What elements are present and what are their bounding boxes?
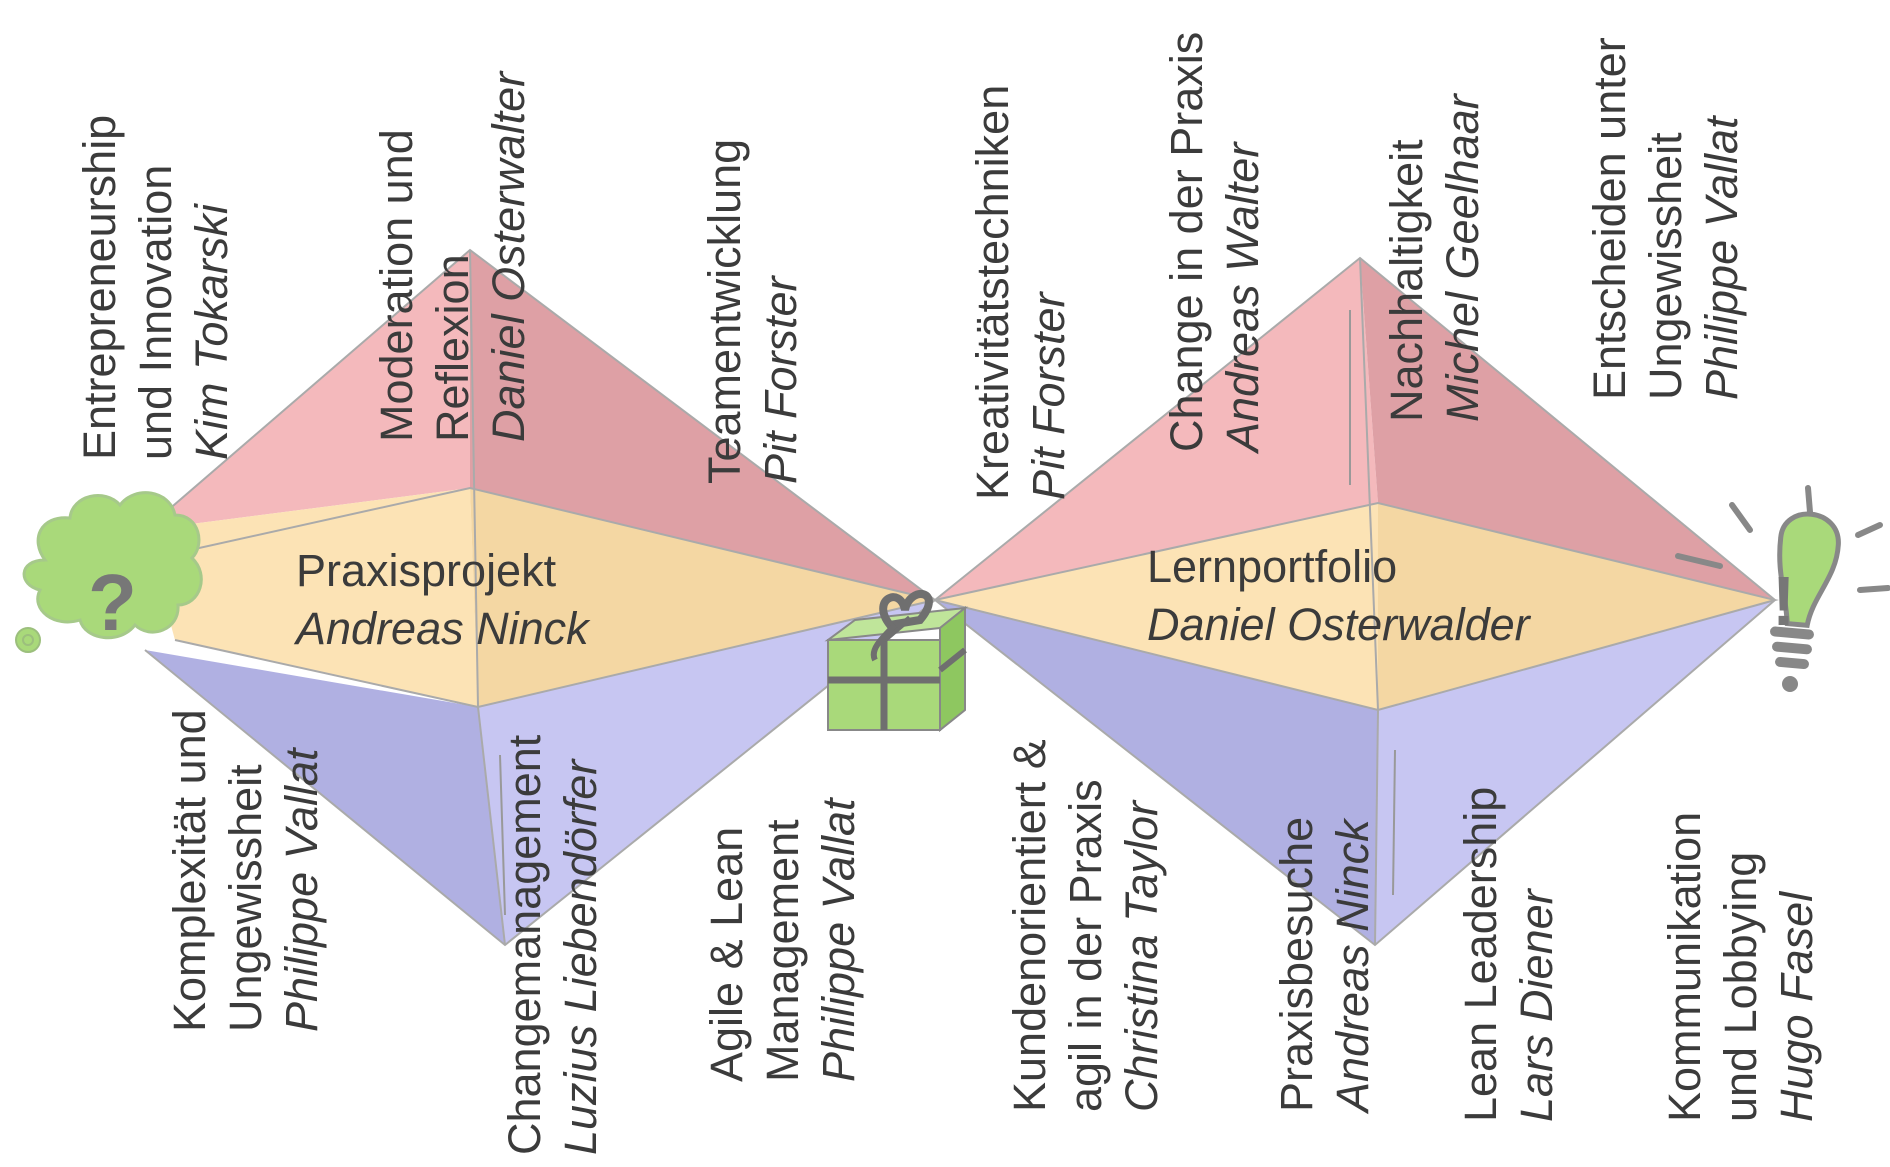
right-diamond [499,256,1779,947]
top-module-2: Moderation und Reflexion Daniel Osterwal… [371,70,534,442]
top-module-3-lecturer: Pit Forster [755,274,806,484]
bottom-module-7-lecturer: Hugo Fasel [1771,890,1822,1122]
bottom-module-2: Changemanagement Luzius Liebendörfer [499,734,606,1155]
bottom-module-6: Lean Leadership Lars Diener [1455,787,1562,1122]
top-module-3: Teamentwicklung Pit Forster [699,139,806,484]
top-module-1-lecturer: Kim Tokarski [186,202,237,460]
bottom-module-4-line-1: Kundenorientiert & [1004,739,1055,1112]
bottom-module-4: Kundenorientiert & agil in der Praxis Ch… [1004,739,1167,1112]
top-module-7-line-1: Entscheiden unter [1584,37,1635,400]
top-module-4: Kreativitätstechniken Pit Forster [967,85,1074,500]
bottom-module-5: Praxisbesuche Andreas Ninck [1271,817,1378,1115]
bottom-module-4-line-2: agil in der Praxis [1060,779,1111,1112]
left-diamond [144,248,936,947]
bottom-module-3-line-2: Management [757,819,808,1082]
bottom-module-1-lecturer: Philippe Vallat [276,746,327,1032]
top-module-7: Entscheiden unter Ungewissheit Philippe … [1584,37,1747,400]
top-module-5: Change in der Praxis Andreas Walter [1161,32,1268,455]
bottom-module-6-lecturer: Lars Diener [1511,887,1562,1122]
bottom-module-3-lecturer: Philippe Vallat [813,796,864,1082]
left-middle-left-face [145,488,478,707]
center-module-lecturer-1: Andreas Ninck [293,603,591,654]
bottom-module-3-line-1: Agile & Lean [701,827,752,1082]
top-module-4-line-1: Kreativitätstechniken [967,85,1018,500]
bottom-module-2-line-1: Changemanagement [499,734,550,1155]
top-module-4-lecturer: Pit Forster [1023,290,1074,500]
top-module-1: Entrepreneurship und Innovation Kim Toka… [74,115,237,460]
top-module-2-line-1: Moderation und [371,129,422,442]
top-module-6: Nachhaltigkeit Michel Geelhaar [1381,92,1488,422]
bottom-module-3: Agile & Lean Management Philippe Vallat [701,796,864,1082]
bottom-module-1-line-1: Komplexität und [164,709,215,1032]
left-bottom-right-face [478,600,935,945]
light-bulb-icon: ! [1675,485,1890,692]
top-module-5-lecturer: Andreas Walter [1217,141,1268,455]
top-module-5-line-1: Change in der Praxis [1161,32,1212,452]
center-module-title-2: Lernportfolio [1147,541,1397,592]
center-module-title-1: Praxisprojekt [296,545,557,596]
top-module-7-lecturer: Philippe Vallat [1696,114,1747,400]
exclamation-glyph: ! [1772,562,1795,640]
bottom-module-5-line-1: Praxisbesuche [1271,817,1322,1112]
question-mark-glyph: ? [88,558,137,647]
bottom-module-7-line-2: und Lobbying [1715,852,1766,1122]
top-module-3-line-1: Teamentwicklung [699,139,750,484]
left-middle-right-face [470,488,935,707]
right-middle-right-face [1378,503,1775,710]
top-module-1-line-2: und Innovation [130,165,181,460]
bottom-module-7: Kommunikation und Lobbying Hugo Fasel [1659,812,1822,1122]
right-top-left-face [935,258,1378,600]
center-module-lecturer-2: Daniel Osterwalder [1147,599,1532,650]
top-module-6-line-1: Nachhaltigkeit [1381,139,1432,422]
top-module-2-lecturer: Daniel Osterwalter [483,70,534,442]
bottom-module-1: Komplexität und Ungewissheit Philippe Va… [164,709,327,1032]
top-module-2-line-2: Reflexion [427,254,478,442]
right-middle-left-face [935,503,1378,710]
gift-box-icon [824,590,969,733]
bottom-module-5-lecturer: Andreas Ninck [1327,817,1378,1115]
top-module-6-lecturer: Michel Geelhaar [1437,92,1488,422]
bottom-module-2-lecturer: Luzius Liebendörfer [555,758,606,1155]
bottom-module-6-line-1: Lean Leadership [1455,787,1506,1122]
top-module-1-line-1: Entrepreneurship [74,115,125,460]
top-module-7-line-2: Ungewissheit [1640,132,1691,400]
bottom-module-4-lecturer: Christina Taylor [1116,799,1167,1112]
bottom-module-7-line-1: Kommunikation [1659,812,1710,1122]
question-cloud-icon: ? [15,491,203,653]
bottom-module-1-line-2: Ungewissheit [220,764,271,1032]
